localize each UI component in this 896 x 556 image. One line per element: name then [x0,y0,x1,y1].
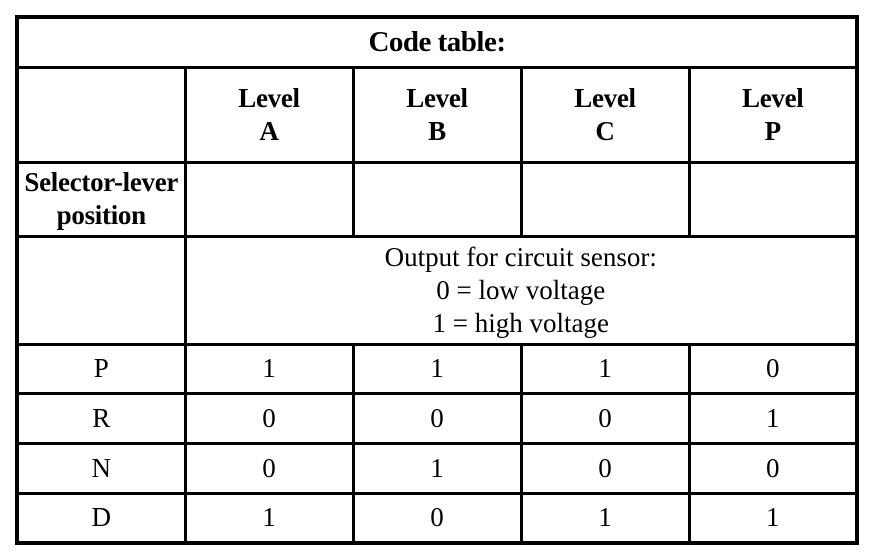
selector-lever-label: Selector-lever position [15,160,187,238]
table-row: P 1 1 1 0 [15,342,859,396]
cell-d-level-b: 0 [351,491,523,545]
output-note-left-cell [15,234,187,346]
selector-row-cell-p [687,160,859,238]
output-note-line3: 1 = high voltage [432,307,609,338]
cell-p-level-a: 1 [183,342,355,396]
column-header-level-b-line2: B [428,115,446,146]
cell-n-level-p: 0 [687,442,859,495]
column-header-level-c-line2: C [595,115,615,146]
cell-p-level-p: 0 [687,342,859,396]
cell-d-level-a: 1 [183,491,355,545]
table-row-title: Code table: [15,15,859,69]
column-header-level-b: Level B [351,65,523,164]
column-header-level-p-line2: P [764,115,782,146]
selector-row-cell-c [519,160,691,238]
table-row: N 0 1 0 0 [15,442,859,495]
cell-n-level-c: 0 [519,442,691,495]
output-note-line1: Output for circuit sensor: [384,241,657,272]
cell-d-level-p: 1 [687,491,859,545]
table-row: R 0 0 0 1 [15,392,859,445]
column-header-level-b-line1: Level [406,82,468,113]
cell-n-level-a: 0 [183,442,355,495]
row-label-d: D [15,491,187,545]
column-header-level-a-line1: Level [238,82,300,113]
selector-lever-label-line1: Selector-lever [24,166,179,197]
table-row-level-headers: Level A Level B Level C Level P [15,65,859,164]
column-header-level-c-line1: Level [574,82,636,113]
selector-row-cell-b [351,160,523,238]
code-table-container: Code table: Level A Level B Level C [15,15,859,545]
cell-p-level-c: 1 [519,342,691,396]
cell-r-level-c: 0 [519,392,691,445]
cell-d-level-c: 1 [519,491,691,545]
table-title: Code table: [15,15,859,69]
output-note: Output for circuit sensor: 0 = low volta… [183,234,859,346]
output-note-line2: 0 = low voltage [436,274,606,305]
table-row-output-note: Output for circuit sensor: 0 = low volta… [15,234,859,346]
table-row: D 1 0 1 1 [15,491,859,545]
cell-r-level-b: 0 [351,392,523,445]
row-label-n: N [15,442,187,495]
cell-p-level-b: 1 [351,342,523,396]
column-header-level-a: Level A [183,65,355,164]
header-corner-cell [15,65,187,164]
selector-lever-label-line2: position [56,200,146,231]
column-header-level-p-line1: Level [742,82,804,113]
column-header-level-c: Level C [519,65,691,164]
table-row-selector-lever: Selector-lever position [15,160,859,238]
code-table: Code table: Level A Level B Level C [15,15,859,545]
cell-r-level-p: 1 [687,392,859,445]
row-label-p: P [15,342,187,396]
column-header-level-a-line2: A [259,115,279,146]
column-header-level-p: Level P [687,65,859,164]
cell-r-level-a: 0 [183,392,355,445]
row-label-r: R [15,392,187,445]
selector-row-cell-a [183,160,355,238]
cell-n-level-b: 1 [351,442,523,495]
